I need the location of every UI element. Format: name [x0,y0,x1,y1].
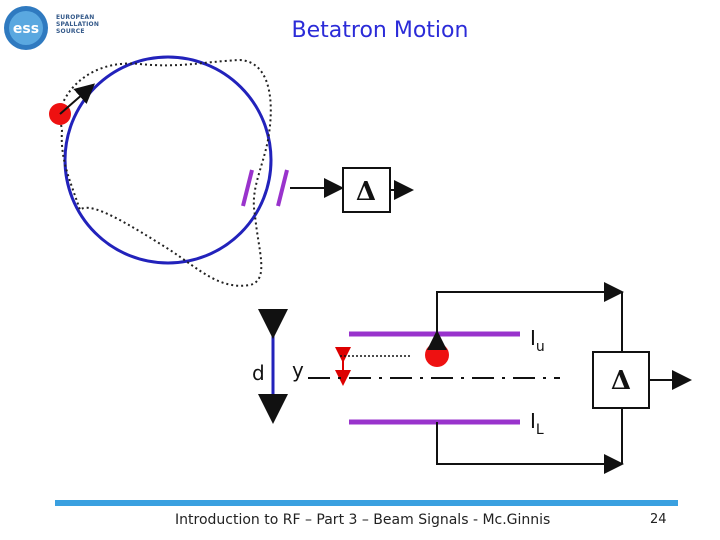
delta-symbol-top: Δ [356,177,376,207]
logo-line: SPALLATION [56,21,100,28]
logo-wordmark: EUROPEAN SPALLATION SOURCE [56,14,99,35]
pickup-plate-inner [241,169,254,207]
delta-symbol-bottom: Δ [611,366,631,396]
logo-line: SOURCE [56,28,85,35]
betatron-orbit-path [58,58,272,287]
delta-box-bottom [592,351,650,409]
label-d: d [252,361,265,385]
label-il: IL [530,409,544,438]
logo-mark: ess [13,21,39,37]
upper-signal-wire [436,282,624,306]
footer-text: Introduction to RF – Part 3 – Beam Signa… [175,512,551,528]
ess-logo: ess [4,6,48,50]
label-iu: Iu [530,326,545,355]
logo-line: EUROPEAN [56,14,95,21]
beam-bunch-cross-section [425,343,449,367]
slide-title: Betatron Motion [291,18,469,43]
lower-signal-wire [436,422,624,474]
accelerator-ring [63,55,273,265]
beam-direction-arrow [59,83,96,115]
page-number: 24 [650,512,667,527]
footer-bar [55,500,678,506]
pickup-plate-outer [276,169,289,207]
label-y: y [292,358,304,382]
